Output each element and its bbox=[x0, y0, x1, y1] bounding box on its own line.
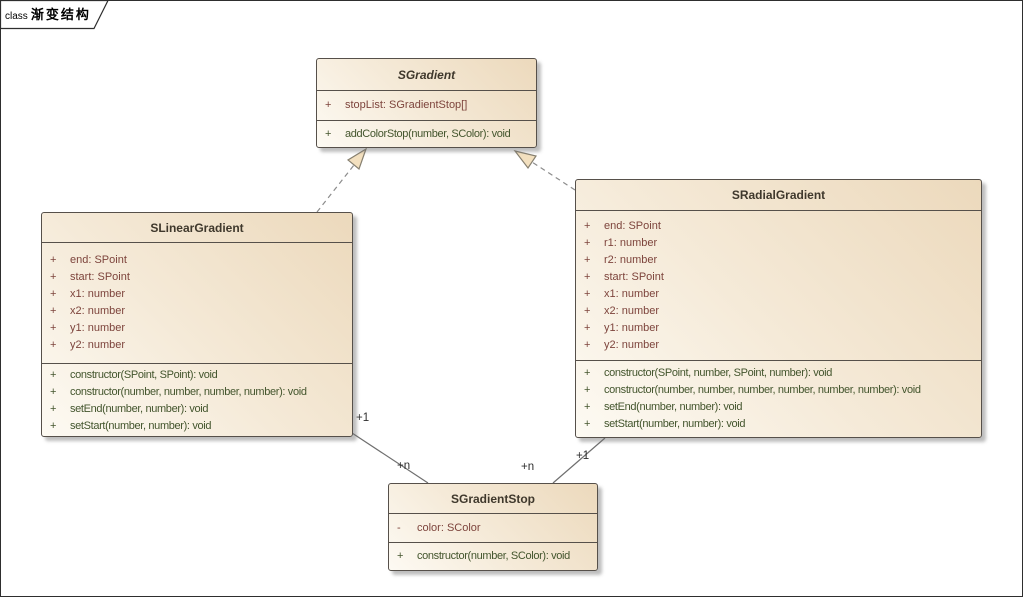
class-title: SGradientStop bbox=[389, 484, 597, 514]
method-row[interactable]: +constructor(number, number, number, num… bbox=[584, 384, 921, 396]
method-row[interactable]: +setEnd(number, number): void bbox=[50, 403, 209, 415]
attribute-row[interactable]: +r1: number bbox=[584, 237, 658, 249]
method-row[interactable]: +setStart(number, number): void bbox=[584, 418, 746, 430]
class-sradialgradient[interactable]: SRadialGradient +end: SPoint +r1: number… bbox=[575, 179, 982, 438]
diagram-tab-label: class 渐变结构 bbox=[5, 4, 91, 23]
attribute-row[interactable]: +x1: number bbox=[584, 288, 660, 300]
diagram-title: 渐变结构 bbox=[30, 7, 91, 22]
method-row[interactable]: +setEnd(number, number): void bbox=[584, 401, 743, 413]
class-slineargradient[interactable]: SLinearGradient +end: SPoint +start: SPo… bbox=[41, 212, 353, 437]
method-row[interactable]: + constructor(number, SColor): void bbox=[397, 549, 570, 562]
class-title: SGradient bbox=[317, 59, 536, 91]
method-row[interactable]: + addColorStop(number, SColor): void bbox=[325, 127, 511, 140]
class-sgradientstop[interactable]: SGradientStop - color: SColor + construc… bbox=[388, 483, 598, 571]
attribute-row[interactable]: +start: SPoint bbox=[584, 271, 664, 283]
attribute-row[interactable]: +y1: number bbox=[584, 322, 660, 334]
diagram-keyword: class bbox=[5, 11, 28, 22]
attribute-row[interactable]: +end: SPoint bbox=[50, 254, 127, 266]
class-sgradient[interactable]: SGradient + stopList: SGradientStop[] + … bbox=[316, 58, 537, 148]
attribute-row[interactable]: +x2: number bbox=[584, 305, 660, 317]
attribute-row[interactable]: +y1: number bbox=[50, 322, 126, 334]
method-row[interactable]: +constructor(SPoint, SPoint): void bbox=[50, 369, 218, 381]
class-title: SLinearGradient bbox=[42, 213, 352, 243]
attribute-row[interactable]: +x1: number bbox=[50, 288, 126, 300]
diagram-tab: class 渐变结构 bbox=[0, 0, 130, 32]
method-row[interactable]: +setStart(number, number): void bbox=[50, 420, 212, 432]
attribute-row[interactable]: + stopList: SGradientStop[] bbox=[325, 99, 468, 111]
attribute-row[interactable]: +y2: number bbox=[50, 339, 126, 351]
attribute-row[interactable]: - color: SColor bbox=[397, 521, 481, 534]
diagram-tab-shape bbox=[0, 0, 109, 30]
attribute-row[interactable]: +x2: number bbox=[50, 305, 126, 317]
class-title: SRadialGradient bbox=[576, 180, 981, 211]
attribute-row[interactable]: +y2: number bbox=[584, 339, 660, 351]
method-row[interactable]: +constructor(number, number, number, num… bbox=[50, 386, 307, 398]
attribute-row[interactable]: +end: SPoint bbox=[584, 220, 661, 232]
method-row[interactable]: +constructor(SPoint, number, SPoint, num… bbox=[584, 367, 833, 379]
attribute-row[interactable]: +r2: number bbox=[584, 254, 658, 266]
attribute-row[interactable]: +start: SPoint bbox=[50, 271, 130, 283]
